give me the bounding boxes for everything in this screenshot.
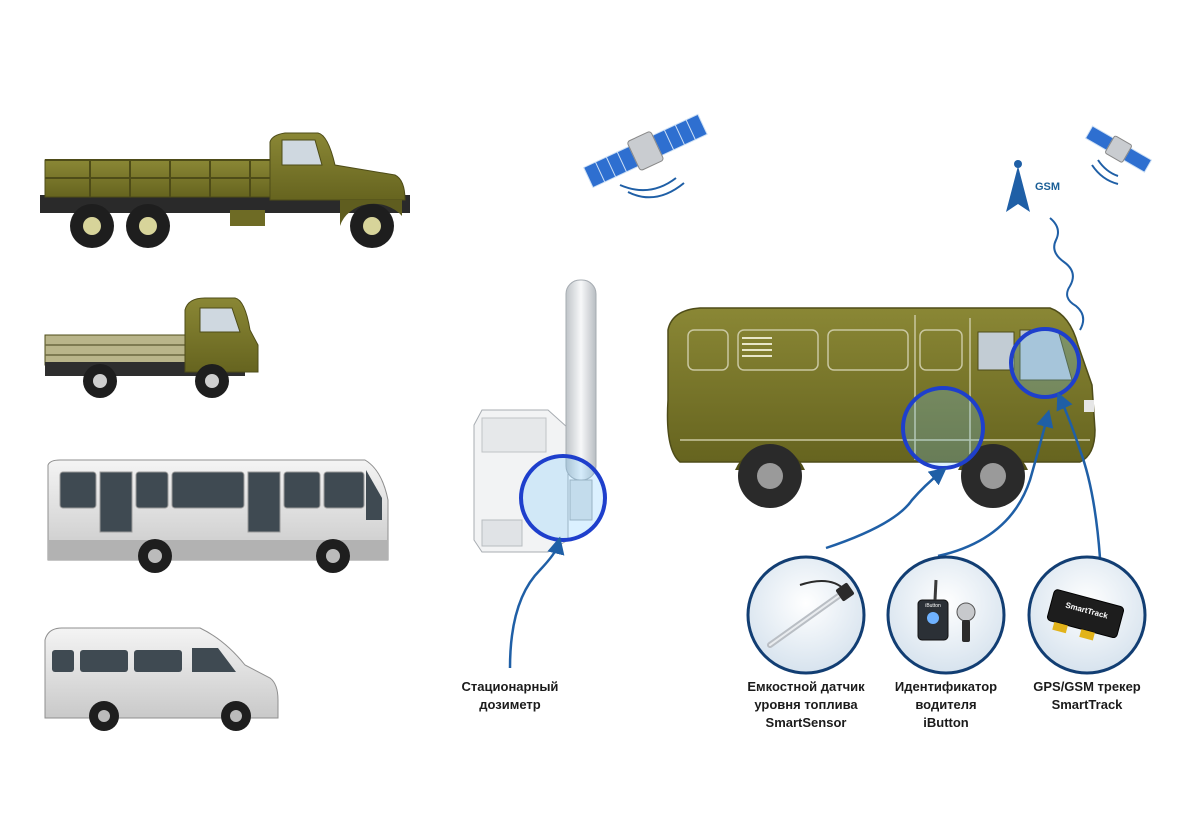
gsm-tower-icon xyxy=(1006,160,1030,212)
gsm-label: GSM xyxy=(1035,181,1061,193)
driver-id-arrow xyxy=(937,409,1054,558)
ibutton-circle xyxy=(886,555,1006,675)
pickup-truck-illustration xyxy=(44,297,259,398)
satellite-left-icon xyxy=(583,113,708,199)
tracker-arrow xyxy=(1056,392,1102,559)
tracker-highlight-ring xyxy=(1009,327,1081,399)
fuel-sensor-arrow xyxy=(825,467,947,550)
bus-illustration xyxy=(47,459,389,573)
tracker-label: GPS/GSM трекер SmartTrack xyxy=(1033,679,1141,712)
driver-id-label: Идентификатор водителя iButton xyxy=(894,679,998,730)
dosimeter-label: Стационарный дозиметр xyxy=(461,679,559,712)
gsm-signal-wave xyxy=(1049,217,1085,331)
dosimeter-device-illustration xyxy=(473,279,597,553)
uaz-van-illustration xyxy=(666,307,1096,508)
fuel-sensor-label: Емкостной датчик уровня топлива SmartSen… xyxy=(747,679,865,730)
cargo-truck-illustration xyxy=(40,132,410,248)
dosimeter-highlight-ring xyxy=(519,454,607,542)
minibus-illustration xyxy=(44,627,279,731)
fuel-sensor-circle xyxy=(746,555,866,675)
dosimeter-arrow xyxy=(508,536,565,669)
ibutton-reader-label: iButton xyxy=(925,603,941,609)
tracker-circle xyxy=(1027,555,1147,675)
satellite-right-icon xyxy=(1084,125,1153,185)
fuel-sensor-highlight-ring xyxy=(901,386,985,470)
